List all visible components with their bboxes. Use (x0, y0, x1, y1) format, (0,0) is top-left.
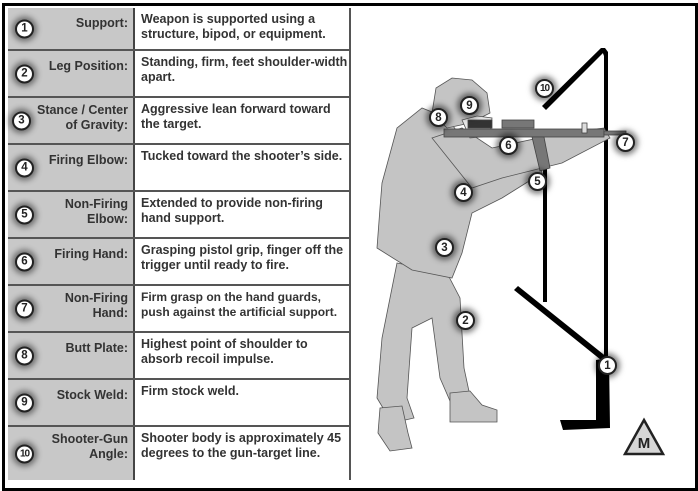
row-label: Non-Firing Hand: (64, 291, 128, 320)
callout-firing-elbow: 4 (454, 183, 473, 202)
number-badge: 10 (15, 444, 34, 463)
callout-firing-hand: 6 (499, 136, 518, 155)
row-label: Butt Plate: (65, 341, 129, 355)
number-badge: 6 (15, 252, 34, 271)
row-description: Extended to provide non-firing hand supp… (135, 192, 351, 237)
mark-triangle: M (622, 417, 666, 457)
number-badge: 5 (15, 205, 34, 224)
callout-non-firing-hand: 7 (616, 133, 635, 152)
row-label: Stance / Center of Gravity: (36, 103, 128, 132)
number-badge: 1 (15, 19, 34, 38)
row-label: Support: (75, 16, 128, 30)
row-description: Aggressive lean forward toward the targe… (135, 98, 351, 143)
optic (501, 119, 535, 129)
artificial-support (514, 48, 610, 430)
label-cell: 5 Non-Firing Elbow: (8, 192, 135, 237)
legs (376, 262, 471, 424)
shooter-illustration: 1 2 3 4 5 6 7 8 9 10 M (352, 8, 690, 483)
number-badge: 2 (15, 64, 34, 83)
row-description: Grasping pistol grip, finger off the tri… (135, 239, 351, 284)
callout-non-firing-elbow: 5 (528, 172, 547, 191)
label-cell: 4 Firing Elbow: (8, 145, 135, 190)
row-label: Firing Hand: (54, 247, 128, 261)
number-badge: 8 (15, 346, 34, 365)
row-label: Non-Firing Elbow: (64, 197, 128, 226)
callout-stock-weld: 9 (460, 96, 479, 115)
rifle-body (443, 128, 605, 138)
row-description: Tucked toward the shooter’s side. (135, 145, 351, 190)
callout-shooter-gun-angle: 10 (535, 79, 554, 98)
rear-boot (377, 405, 413, 452)
table-row: 6 Firing Hand: Grasping pistol grip, fin… (8, 237, 351, 284)
label-cell: 9 Stock Weld: (8, 380, 135, 425)
magazine (531, 136, 551, 172)
support-post-front (601, 48, 608, 364)
row-description: Highest point of shoulder to absorb reco… (135, 333, 351, 378)
label-cell: 6 Firing Hand: (8, 239, 135, 284)
label-cell: 1 Support: (8, 8, 135, 49)
label-cell: 7 Non-Firing Hand: (8, 286, 135, 331)
row-label: Stock Weld: (56, 388, 128, 402)
number-badge: 3 (12, 111, 31, 130)
front-hand-fingers (581, 122, 588, 134)
support-foot (560, 358, 610, 430)
row-label: Leg Position: (48, 59, 128, 73)
row-label: Firing Elbow: (48, 153, 128, 167)
row-description: Firm stock weld. (135, 380, 351, 425)
number-badge: 9 (15, 393, 34, 412)
mark-letter: M (637, 435, 651, 452)
table-row: 8 Butt Plate: Highest point of shoulder … (8, 331, 351, 378)
row-description: Standing, firm, feet shoulder-width apar… (135, 51, 351, 96)
label-cell: 2 Leg Position: (8, 51, 135, 96)
number-badge: 7 (15, 299, 34, 318)
firing-position-table: 1 Support: Weapon is supported using a s… (8, 8, 351, 480)
sunglasses (467, 119, 493, 129)
table-row: 1 Support: Weapon is supported using a s… (8, 8, 351, 49)
label-cell: 10 Shooter-Gun Angle: (8, 427, 135, 480)
row-description: Weapon is supported using a structure, b… (135, 8, 351, 49)
callout-stance: 3 (435, 238, 454, 257)
label-cell: 8 Butt Plate: (8, 333, 135, 378)
table-row: 4 Firing Elbow: Tucked toward the shoote… (8, 143, 351, 190)
illustration-svg (376, 48, 627, 452)
triangle-icon (622, 417, 666, 456)
row-description: Shooter body is approximately 45 degrees… (135, 427, 351, 480)
row-description: Firm grasp on the hand guards, push agai… (135, 286, 351, 331)
front-boot (449, 390, 498, 423)
callout-butt-plate: 8 (429, 108, 448, 127)
table-row: 3 Stance / Center of Gravity: Aggressive… (8, 96, 351, 143)
callout-leg-position: 2 (456, 311, 475, 330)
support-post-rear (543, 142, 547, 302)
number-badge: 4 (15, 158, 34, 177)
label-cell: 3 Stance / Center of Gravity: (8, 98, 135, 143)
table-row: 10 Shooter-Gun Angle: Shooter body is ap… (8, 425, 351, 480)
table-row: 9 Stock Weld: Firm stock weld. (8, 378, 351, 425)
support-diagonal-top (542, 48, 605, 110)
support-diagonal-base (514, 286, 608, 364)
rifle (443, 119, 627, 172)
table-row: 5 Non-Firing Elbow: Extended to provide … (8, 190, 351, 237)
table-row: 2 Leg Position: Standing, firm, feet sho… (8, 49, 351, 96)
row-label: Shooter-Gun Angle: (51, 432, 128, 461)
callout-support: 1 (598, 356, 617, 375)
table-row: 7 Non-Firing Hand: Firm grasp on the han… (8, 284, 351, 331)
